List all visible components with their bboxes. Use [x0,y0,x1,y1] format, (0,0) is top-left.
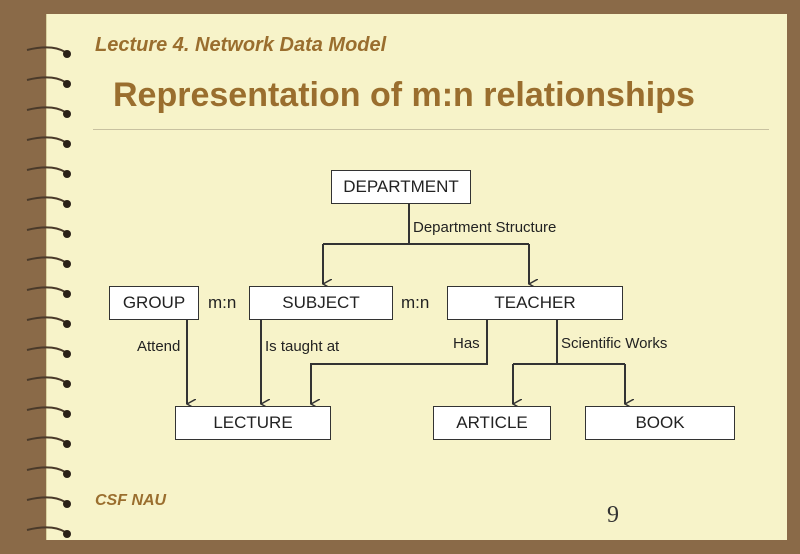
box-department: DEPARTMENT [331,170,471,204]
lecture-subtitle: Lecture 4. Network Data Model [95,34,387,56]
box-teacher: TEACHER [447,286,623,320]
mn-label-subject-teacher: m:n [401,293,430,312]
box-subject: SUBJECT [249,286,393,320]
spiral-binding [26,46,71,538]
label-is-taught-at: Is taught at [265,338,340,355]
arrow-teacher-lecture [310,320,488,404]
slide-title: Representation of m:n relationships [113,76,695,114]
label-has: Has [453,335,480,352]
box-book: BOOK [585,406,735,440]
label-attend: Attend [137,338,181,355]
page-number: 9 [607,502,619,528]
footer-label: CSF NAU [95,492,167,509]
slide-page: Lecture 4. Network Data Model Representa… [26,14,787,540]
mn-label-group-subject: m:n [208,293,237,312]
box-lecture: LECTURE [175,406,331,440]
title-divider [93,129,769,130]
relationship-diagram [186,204,787,540]
box-group: GROUP [109,286,199,320]
label-scientific-works: Scientific Works [561,335,668,352]
box-article: ARTICLE [433,406,551,440]
label-department-structure: Department Structure [413,219,557,236]
